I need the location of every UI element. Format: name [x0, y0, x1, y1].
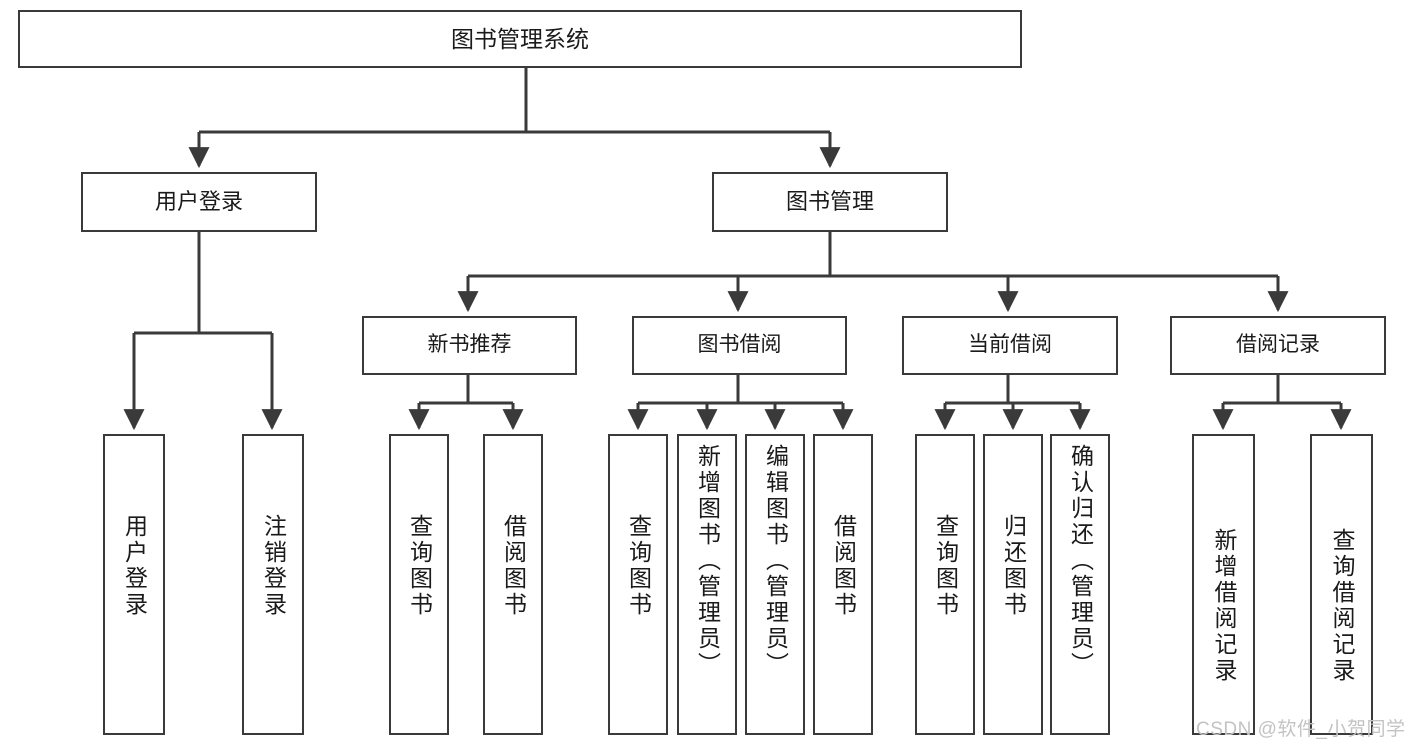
node-current-borrow-label: 当前借阅 — [968, 333, 1052, 357]
leaf-query-book-current-label: 查询图书 — [932, 514, 959, 618]
leaf-add-borrow-record[interactable]: 新增借阅记录 — [1192, 434, 1255, 735]
node-book-borrow[interactable]: 图书借阅 — [632, 316, 847, 375]
leaf-borrow-book-recommend-label: 借阅图书 — [500, 514, 527, 618]
leaf-add-book-admin[interactable]: 新增图书（管理员） — [677, 434, 737, 735]
node-book-borrow-label: 图书借阅 — [697, 333, 782, 357]
node-book-management[interactable]: 图书管理 — [712, 172, 948, 232]
leaf-query-book-recommend[interactable]: 查询图书 — [389, 434, 449, 735]
leaf-query-book[interactable]: 查询图书 — [608, 434, 668, 735]
leaf-confirm-return-admin[interactable]: 确认归还（管理员） — [1050, 434, 1110, 735]
leaf-confirm-return-admin-label: 确认归还（管理员） — [1067, 444, 1094, 678]
node-new-book-recommend-label: 新书推荐 — [427, 333, 512, 357]
leaf-logout-label: 注销登录 — [260, 514, 287, 618]
leaf-return-book[interactable]: 归还图书 — [983, 434, 1043, 735]
leaf-query-book-current[interactable]: 查询图书 — [915, 434, 975, 735]
leaf-logout[interactable]: 注销登录 — [242, 434, 304, 735]
leaf-add-book-admin-label: 新增图书（管理员） — [694, 444, 721, 678]
leaf-query-borrow-record-label: 查询借阅记录 — [1329, 528, 1355, 684]
node-current-borrow[interactable]: 当前借阅 — [902, 316, 1118, 375]
node-root[interactable]: 图书管理系统 — [18, 10, 1022, 68]
node-user-login-label: 用户登录 — [154, 189, 243, 215]
csdn-watermark: CSDN @软件_小贺同学 — [1196, 719, 1405, 740]
node-new-book-recommend[interactable]: 新书推荐 — [362, 316, 577, 375]
node-user-login[interactable]: 用户登录 — [81, 172, 317, 232]
leaf-user-login[interactable]: 用户登录 — [103, 434, 165, 735]
node-book-management-label: 图书管理 — [785, 189, 874, 215]
leaf-query-book-recommend-label: 查询图书 — [406, 514, 433, 618]
leaf-user-login-label: 用户登录 — [121, 514, 148, 618]
node-borrow-record-label: 借阅记录 — [1236, 333, 1320, 357]
leaf-borrow-book-recommend[interactable]: 借阅图书 — [483, 434, 543, 735]
leaf-borrow-book-label: 借阅图书 — [830, 514, 857, 618]
node-borrow-record[interactable]: 借阅记录 — [1170, 316, 1386, 375]
leaf-query-book-label: 查询图书 — [625, 514, 652, 618]
leaf-query-borrow-record[interactable]: 查询借阅记录 — [1310, 434, 1373, 735]
leaf-borrow-book[interactable]: 借阅图书 — [813, 434, 873, 735]
node-root-label: 图书管理系统 — [451, 25, 589, 52]
leaf-edit-book-admin[interactable]: 编辑图书（管理员） — [745, 434, 805, 735]
leaf-add-borrow-record-label: 新增借阅记录 — [1211, 528, 1237, 684]
leaf-edit-book-admin-label: 编辑图书（管理员） — [762, 444, 789, 678]
leaf-return-book-label: 归还图书 — [1000, 514, 1027, 618]
